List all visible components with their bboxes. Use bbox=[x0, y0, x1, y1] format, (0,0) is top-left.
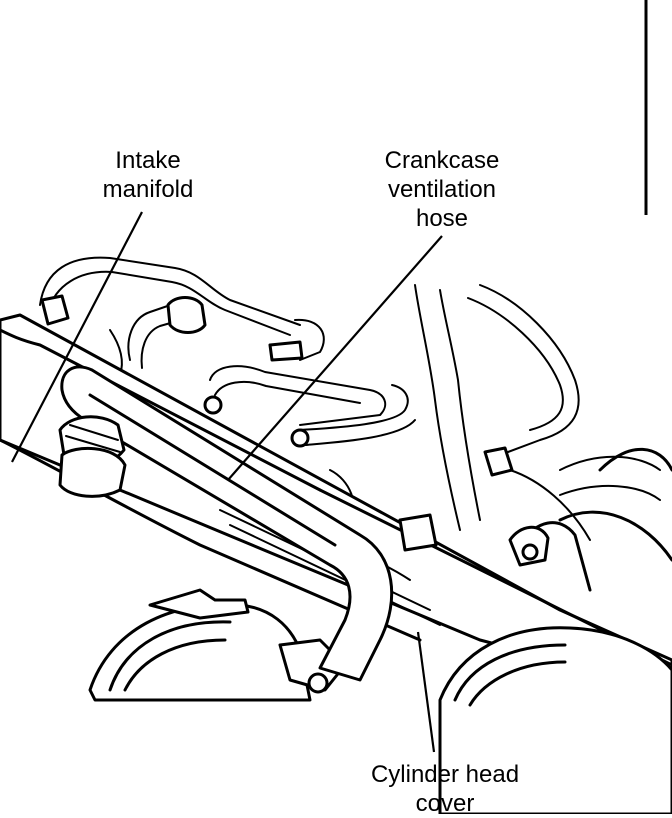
label-intake-manifold-line1: Intake bbox=[115, 147, 181, 174]
cover-bolts bbox=[398, 513, 550, 567]
label-crankcase-line1: Crankcase bbox=[384, 147, 500, 174]
leader-lines bbox=[11, 211, 443, 753]
fuel-lines bbox=[39, 256, 661, 541]
label-intake-manifold-line2: manifold bbox=[102, 176, 194, 203]
label-cylinder-head-cover: Cylinder head cover bbox=[340, 760, 550, 818]
leader-cylinder-head-cover bbox=[416, 631, 436, 753]
leader-crankcase-hose bbox=[227, 235, 443, 481]
air-duct-right bbox=[438, 626, 672, 814]
label-crankcase-line2: ventilation bbox=[387, 176, 497, 203]
crankcase-ventilation-hose bbox=[58, 365, 394, 682]
label-cylinder-line2: cover bbox=[415, 790, 475, 817]
leader-intake-manifold bbox=[11, 211, 143, 463]
label-crankcase-line3: hose bbox=[415, 205, 469, 232]
fittings bbox=[40, 294, 514, 477]
label-cylinder-line1: Cylinder head bbox=[370, 761, 520, 788]
label-intake-manifold: Intake manifold bbox=[78, 146, 218, 204]
label-crankcase-ventilation-hose: Crankcase ventilation hose bbox=[352, 146, 532, 233]
engine-right-parts bbox=[518, 447, 672, 592]
